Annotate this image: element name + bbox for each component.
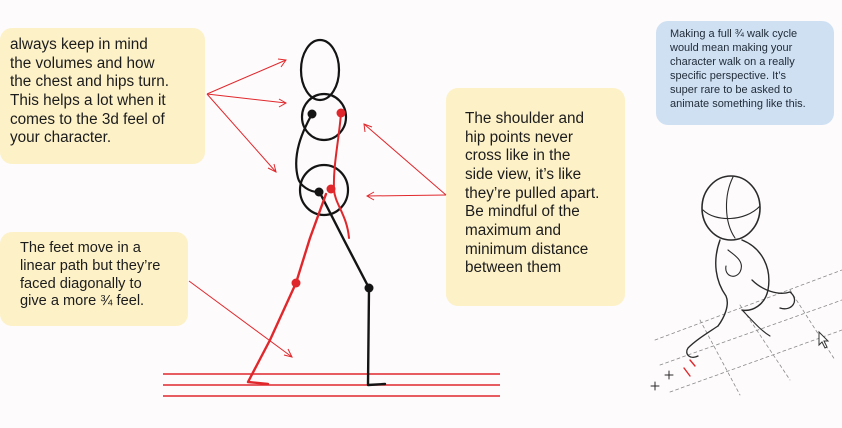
perspective-grid	[654, 269, 842, 396]
note-chest-hips-text: always keep in mind the volumes and how …	[10, 36, 170, 147]
hip-point-back	[314, 187, 324, 197]
note-walk-cycle-text: Making a full ¾ walk cycle would mean ma…	[670, 28, 806, 111]
front-leg	[246, 192, 328, 386]
hips-circle	[298, 163, 350, 217]
perspective-sketch	[650, 175, 842, 396]
ground-lines	[163, 373, 500, 397]
note-shoulder-hip-text: The shoulder and hip points never cross …	[465, 110, 600, 277]
sketch-cross-marks	[650, 370, 674, 391]
note-feet-path: The feet move in a linear path but they’…	[0, 232, 188, 326]
note-walk-cycle: Making a full ¾ walk cycle would mean ma…	[656, 21, 834, 125]
sketch-ticks	[683, 359, 696, 377]
sketch-head	[701, 175, 761, 241]
note-chest-hips: always keep in mind the volumes and how …	[0, 28, 205, 164]
walking-figure	[246, 38, 387, 387]
knee-point-front	[291, 278, 301, 288]
note-shoulder-hip-points: The shoulder and hip points never cross …	[446, 88, 625, 306]
hip-point-front	[326, 184, 336, 194]
back-spine-line	[295, 112, 320, 194]
note-feet-path-text: The feet move in a linear path but they’…	[20, 240, 161, 310]
annotation-arrows	[188, 58, 447, 358]
back-leg	[318, 191, 387, 387]
shoulder-point-front	[336, 108, 346, 118]
shoulder-point-back	[307, 109, 317, 119]
head-circle	[299, 38, 341, 102]
knee-point-back	[364, 283, 374, 293]
mouse-cursor-icon	[818, 330, 830, 349]
chest-circle	[300, 92, 348, 142]
